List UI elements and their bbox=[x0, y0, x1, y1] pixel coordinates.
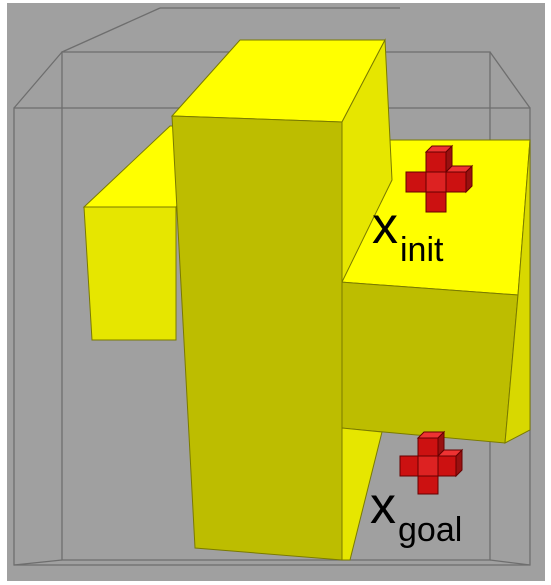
label-x-goal: xgoal bbox=[370, 477, 462, 549]
obstacle-right-arm-side bbox=[504, 139, 531, 444]
label-init-main: x bbox=[372, 197, 398, 255]
label-goal-subscript: goal bbox=[398, 511, 462, 549]
label-init-subscript: init bbox=[400, 231, 444, 269]
obstacle-pillar-side bbox=[341, 38, 393, 283]
obstacle-right-arm bbox=[339, 139, 531, 444]
red-cross-robot-icon bbox=[399, 430, 464, 495]
label-goal-main: x bbox=[370, 477, 396, 535]
red-cross-robot-icon bbox=[405, 144, 474, 213]
obstacle-pillar-lower-side bbox=[341, 427, 383, 561]
label-x-init: xinit bbox=[372, 197, 444, 269]
obstacle-right-arm-front bbox=[339, 281, 519, 444]
obstacle-pillar-front bbox=[171, 115, 343, 561]
obstacle-pillar bbox=[170, 38, 393, 561]
obstacle-left-arm-front bbox=[83, 206, 177, 341]
